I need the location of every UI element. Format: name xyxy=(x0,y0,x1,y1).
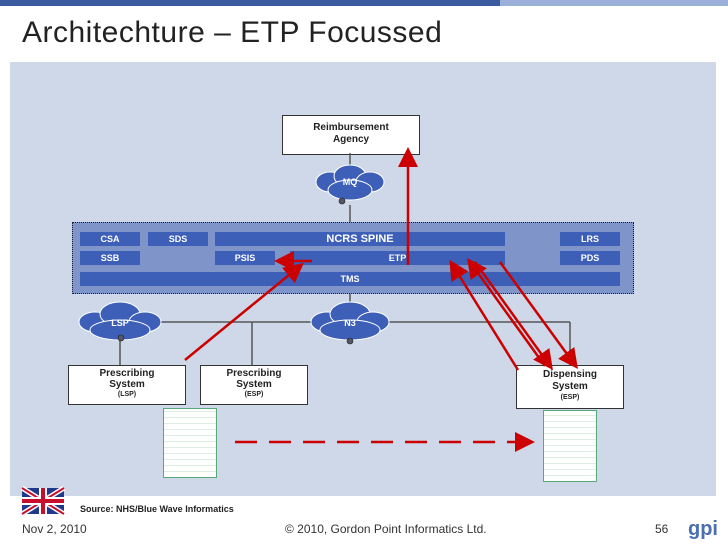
disp-esp-sub: (ESP) xyxy=(560,394,580,401)
presc-esp-line2: System xyxy=(236,379,272,390)
presc-esp-sub: (ESP) xyxy=(244,391,264,398)
ssb-cell: SSB xyxy=(80,251,140,265)
lock-icon xyxy=(117,197,354,345)
lsp-label: LSP xyxy=(111,318,129,328)
lrs-cell: LRS xyxy=(560,232,620,246)
csa-cell: CSA xyxy=(80,232,140,246)
lsp-cloud xyxy=(78,301,162,341)
sds-cell: SDS xyxy=(148,232,208,246)
presc-lsp-line2: System xyxy=(109,379,145,390)
pds-cell: PDS xyxy=(560,251,620,265)
prescription-form-left xyxy=(163,408,217,478)
presc-lsp-sub: (LSP) xyxy=(117,391,137,398)
reimbursement-label: Reimbursement Agency xyxy=(313,122,389,145)
mq-label: MQ xyxy=(342,177,358,187)
reimbursement-agency-box: Reimbursement Agency xyxy=(282,115,420,155)
source-note: Source: NHS/Blue Wave Informatics xyxy=(80,504,234,514)
ncrs-spine-cell: NCRS SPINE xyxy=(215,232,505,246)
prescribing-system-lsp: Prescribing System (LSP) xyxy=(68,365,186,405)
top-bar-blue xyxy=(0,0,500,6)
disp-esp-line2: System xyxy=(552,381,588,392)
n3-cloud xyxy=(310,301,390,341)
footer-date: Nov 2, 2010 xyxy=(22,522,87,536)
top-bar-light xyxy=(500,0,728,6)
dispensing-system-esp: Dispensing System (ESP) xyxy=(516,365,624,409)
prescribing-system-esp: Prescribing System (ESP) xyxy=(200,365,308,405)
footer-copyright: © 2010, Gordon Point Informatics Ltd. xyxy=(285,522,487,536)
n3-label: N3 xyxy=(344,318,356,328)
presc-lsp-line1: Prescribing xyxy=(99,368,155,379)
psis-cell: PSIS xyxy=(215,251,275,265)
mq-cloud xyxy=(315,164,385,201)
disp-esp-line1: Dispensing xyxy=(543,369,597,380)
presc-esp-line1: Prescribing xyxy=(226,368,282,379)
prescription-form-right xyxy=(543,410,597,482)
slide-title: Architechture – ETP Focussed xyxy=(22,16,443,49)
gpi-logo: gpi xyxy=(688,518,718,540)
page-number: 56 xyxy=(655,522,669,536)
